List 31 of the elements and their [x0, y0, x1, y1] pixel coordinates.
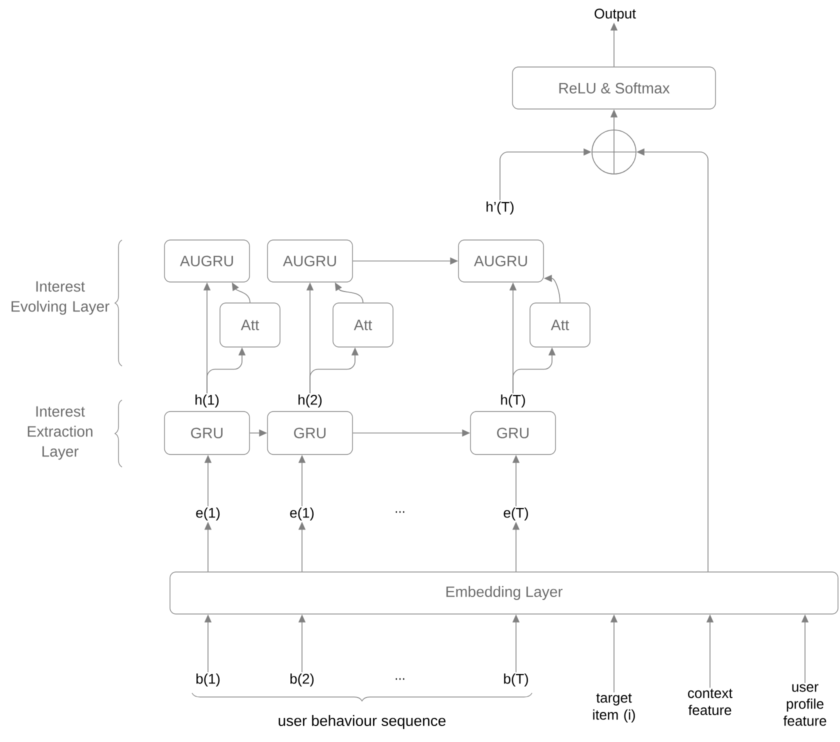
- process-box: GRU: [164, 411, 250, 455]
- node-label: b(T): [504, 673, 528, 687]
- sum-circle: [591, 129, 637, 175]
- input-label: target item (i): [593, 694, 635, 722]
- process-box: ReLU & Softmax: [512, 66, 716, 110]
- node-label: h’(T): [486, 201, 514, 215]
- process-box: Att: [220, 302, 280, 348]
- process-box: AUGRU: [164, 240, 250, 282]
- process-box: GRU: [267, 411, 353, 455]
- process-box: GRU: [470, 411, 556, 455]
- process-box: AUGRU: [458, 240, 544, 282]
- node-label: Output: [594, 8, 636, 22]
- node-label: e(1): [196, 507, 220, 521]
- input-label: user profile feature: [783, 684, 826, 726]
- ellipsis: ...: [396, 678, 404, 680]
- sequence-label: user behaviour sequence: [278, 715, 446, 729]
- node-label: b(2): [290, 673, 314, 687]
- process-box: Att: [530, 302, 590, 348]
- layer-label: Interest Extraction Layer: [28, 406, 92, 460]
- ellipsis: ...: [396, 511, 404, 513]
- input-label: context feature: [688, 688, 732, 716]
- node-label: h(1): [196, 394, 219, 408]
- node-label: h(T): [501, 394, 525, 408]
- process-box: Embedding Layer: [170, 572, 838, 614]
- node-label: b(1): [196, 673, 220, 687]
- layer-label: Interest Evolving Layer: [12, 281, 110, 315]
- node-label: h(2): [298, 394, 322, 408]
- node-label: e(1): [290, 507, 314, 521]
- process-box: AUGRU: [267, 240, 353, 282]
- process-box: Att: [332, 302, 394, 348]
- node-label: e(T): [504, 507, 528, 521]
